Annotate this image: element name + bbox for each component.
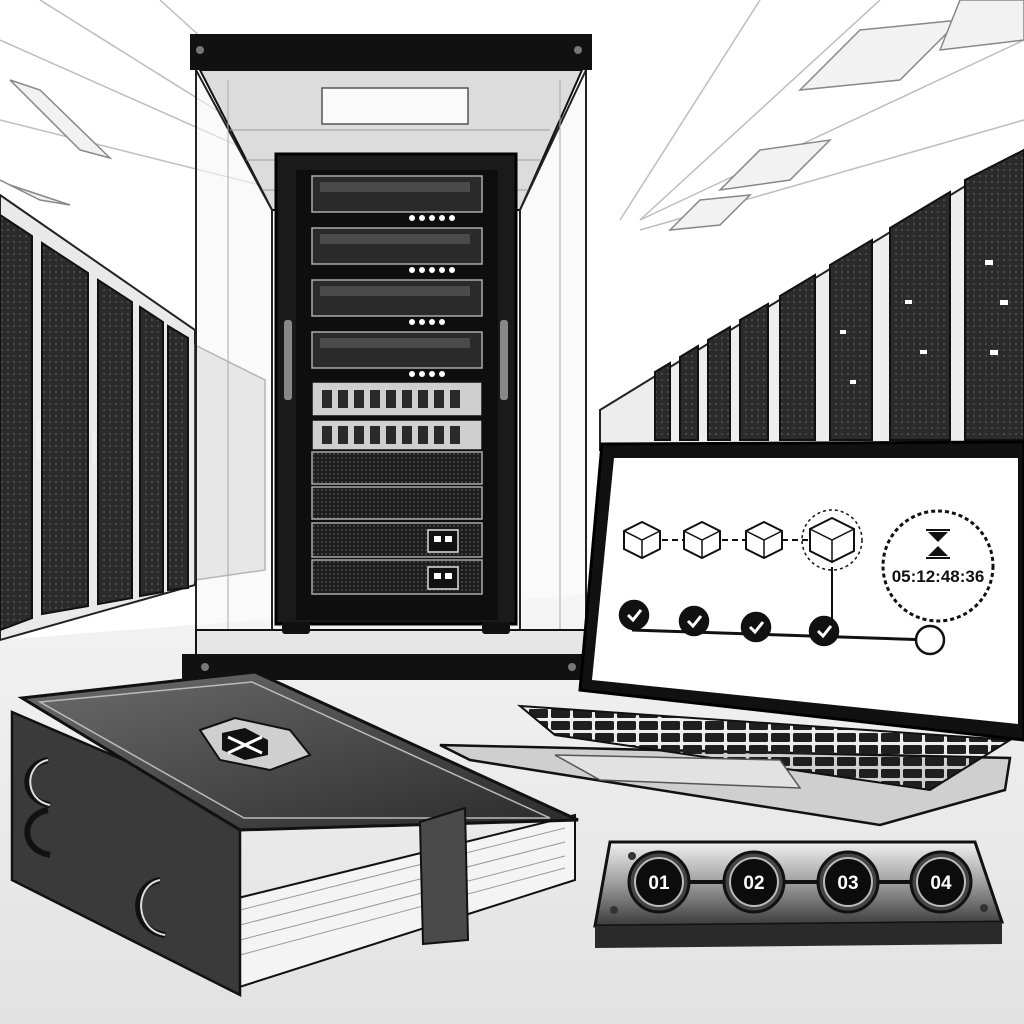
plate-step-04: 04: [909, 850, 973, 914]
hourglass-icon: [926, 529, 950, 559]
timer-text: 05:12:48:36: [892, 567, 985, 586]
plate-step-02: 02: [722, 850, 786, 914]
step-plate: 01 02 03 04: [593, 840, 1005, 948]
pending-step: [914, 624, 946, 656]
check-icon: [808, 615, 840, 647]
plate-step-label: 03: [837, 873, 858, 894]
cube-icon: [745, 520, 783, 560]
plate-step-label: 04: [930, 873, 952, 894]
rack-servers: [311, 175, 483, 595]
plate-steps: 01 02 03 04: [627, 850, 973, 914]
server-rack: [274, 152, 518, 634]
plate-step-label: 02: [743, 873, 764, 894]
cube-icon: [683, 520, 721, 560]
left-server-row: [0, 193, 266, 642]
cube-icon: [623, 520, 661, 560]
plate-step-01: 01: [627, 850, 691, 914]
check-icon: [618, 599, 650, 631]
blockchain-progress: 05:12:48:36: [618, 509, 995, 656]
hexagon-cube-emblem: [198, 716, 312, 772]
countdown-timer: 05:12:48:36: [881, 509, 995, 623]
block-cubes: [623, 509, 863, 571]
plate-step-label: 01: [648, 873, 670, 894]
ceiling-lights: [0, 0, 1024, 231]
binder-book: [10, 670, 579, 998]
right-server-row: [599, 148, 1024, 452]
check-icon: [740, 611, 772, 643]
check-icon: [678, 605, 710, 637]
progress-steps: [618, 599, 946, 656]
cube-icon: [801, 509, 863, 571]
plate-step-03: 03: [816, 850, 880, 914]
